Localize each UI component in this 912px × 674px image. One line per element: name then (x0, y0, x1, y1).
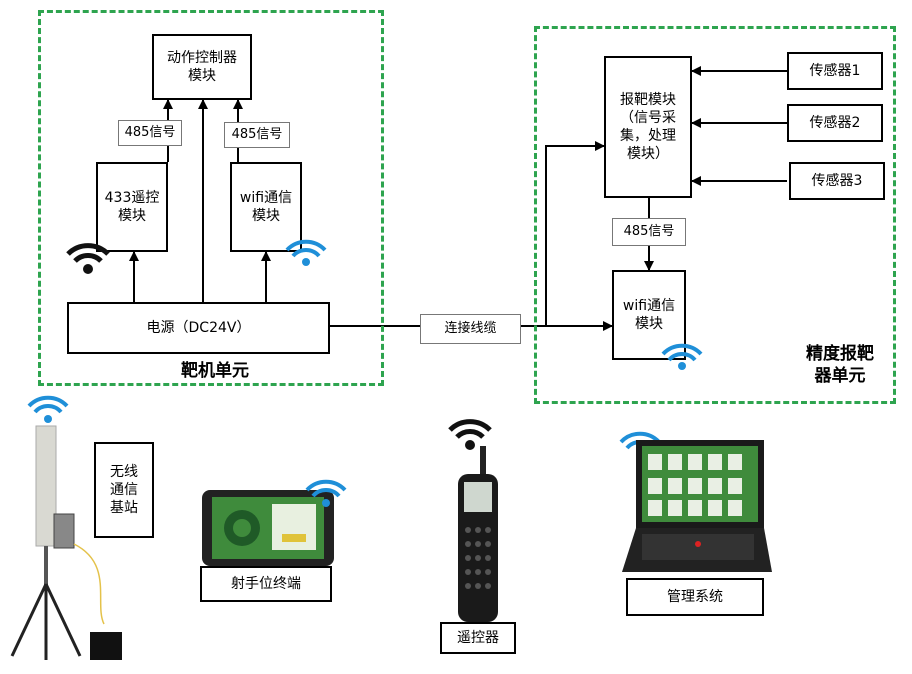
precision-unit-region (534, 26, 896, 404)
precision-unit-title: 精度报靶 器单元 (806, 344, 874, 386)
wifi-icon (448, 412, 492, 456)
precision-wifi-box: wifi通信 模块 (612, 270, 686, 360)
shooter-terminal-box: 射手位终端 (200, 566, 332, 602)
base-station-image (4, 424, 134, 664)
sensor3-box: 传感器3 (789, 162, 885, 200)
sensor2-box: 传感器2 (787, 104, 883, 142)
base-station-box: 无线 通信 基站 (94, 442, 154, 538)
wifi-comm-box: wifi通信 模块 (230, 162, 302, 252)
remote-box: 遥控器 (440, 622, 516, 654)
laptop-image (622, 440, 772, 574)
cable-to-report (545, 141, 605, 326)
motion-controller-box: 动作控制器 模块 (152, 34, 252, 100)
wifi-icon (304, 474, 348, 514)
remote-control-image (452, 446, 504, 622)
target-unit-region (38, 10, 384, 386)
wifi-icon (284, 234, 328, 274)
signal-label-right: 485信号 (224, 122, 290, 148)
wifi-icon (26, 390, 70, 430)
report-module-box: 报靶模块 （信号采 集，处理 模块） (604, 56, 692, 198)
shooter-terminal-image (202, 490, 334, 566)
rc-433-box: 433遥控 模块 (96, 162, 168, 252)
signal-label-left: 485信号 (118, 120, 182, 146)
wifi-icon (660, 340, 704, 376)
signal-label-precision: 485信号 (612, 218, 686, 246)
sensor1-box: 传感器1 (787, 52, 883, 90)
target-unit-title: 靶机单元 (181, 361, 249, 381)
management-box: 管理系统 (626, 578, 764, 616)
power-box: 电源（DC24V） (67, 302, 330, 354)
wifi-icon (66, 236, 110, 280)
cable-label: 连接线缆 (420, 314, 521, 344)
